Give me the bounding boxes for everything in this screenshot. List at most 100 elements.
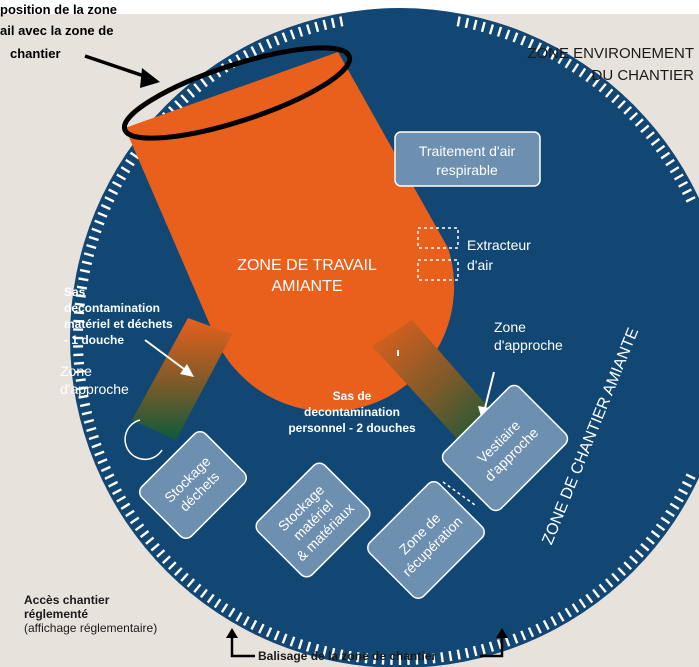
fence-tick [108,480,119,488]
fence-tick [527,38,535,49]
fence-tick [665,158,675,167]
air-treatment-label-1: Traitement d'air [419,143,516,159]
vestiaire-box [441,384,569,512]
recuperation-box [367,481,485,599]
fence-tick [512,633,519,644]
callout-label-1: position de la zone [0,2,117,17]
fence-tick [665,509,675,518]
balisage-bracket [230,634,504,658]
zone-approche-right-label-1: Zone [494,319,526,335]
fence-tick [564,58,572,69]
fence-tick [415,654,419,665]
fence-tick [281,32,288,43]
fence-tick [650,530,661,539]
work-zone-label-2: AMIANTE [271,278,342,295]
fence-tick [167,561,177,571]
fence-tick [186,88,196,98]
stockage-dechets-box [138,430,248,540]
fence-tick [273,630,280,641]
sas-personnel-label-2: decontamination [304,405,400,419]
fence-tick [488,641,495,652]
fence-tick [108,188,119,196]
fence-tick [228,607,236,618]
approach-zone-left [124,419,163,461]
fence-tick [206,593,215,604]
fence-tick [100,465,111,473]
fence-tick [480,21,486,33]
fence-tick [150,542,160,552]
fence-tick [100,203,111,211]
air-treatment-box [394,131,541,187]
vestiaire-recuperation-link [442,481,476,506]
sas-materiel-corridor [132,318,232,440]
fence-tick [78,277,89,282]
fence-tick [79,268,91,274]
fence-tick [220,603,229,613]
fence-tick [193,83,202,93]
fence-tick [550,616,558,626]
fence-tick [550,50,558,60]
fence-tick [265,627,273,638]
fence-tick [373,653,377,665]
extractor-boxes [417,227,459,281]
fence-tick [592,77,601,88]
fence-tick [464,647,470,659]
fence-tick [91,227,102,234]
sas-personnel-corridor [372,320,498,442]
fence-tick [116,495,127,503]
zone-approche-left-label-1: Zone [60,363,92,379]
fence-tick [322,19,328,31]
fence-tick [669,166,680,174]
fence-tick [174,567,183,577]
fence-tick [480,643,486,655]
fence-tick [634,118,644,127]
fence-tick [297,26,304,37]
fence-tick [623,561,633,571]
fence-tick [180,94,189,104]
fence-tick [364,653,369,664]
fence-tick [356,652,360,663]
fence-tick [289,636,296,647]
fence-tick [611,572,620,582]
fence-tick [629,112,639,121]
fence-tick [199,588,208,599]
fence-tick [655,523,666,532]
zone-approche-right-label-2: d'approche [494,337,563,353]
fence-tick [604,88,614,98]
fence-tick [116,173,127,181]
fence-tick [104,473,115,480]
fence-tick [91,442,102,449]
fence-tick [161,555,171,564]
fence-tick [134,523,145,532]
balisage-arrow-left [226,628,238,638]
fence-tick [242,616,250,626]
sas-personnel-label-3: personnel - 2 douches [288,421,416,435]
fence-tick [250,46,258,57]
fence-tick [258,42,265,53]
fence-tick [139,530,150,539]
work-zone-shape [125,52,455,412]
fence-tick [322,645,328,657]
fence-tick [104,196,115,203]
fence-tick [129,516,140,525]
fence-tick [578,598,587,609]
fence-tick [88,434,99,441]
fence-tick [585,593,594,604]
zone-env-label-1: ZONE ENVIRONEMENT [527,45,694,62]
fence-tick [557,611,565,622]
fence-tick [504,29,511,40]
fence-tick [598,83,607,93]
fence-tick [617,567,626,577]
fence-tick [297,639,304,650]
acces-label-3: (affichage réglementaire) [24,621,157,635]
fence-tick [88,235,99,242]
fence-tick [76,285,88,290]
fence-tick [186,578,196,588]
fence-tick [81,260,93,266]
fence-tick [571,63,580,73]
fence-tick [86,426,97,433]
fence-tick [611,94,620,104]
extractor-label-1: Extracteur [467,237,531,253]
fence-tick [73,311,85,315]
balisage-label: Balisage de la zone de chantier [258,649,436,663]
